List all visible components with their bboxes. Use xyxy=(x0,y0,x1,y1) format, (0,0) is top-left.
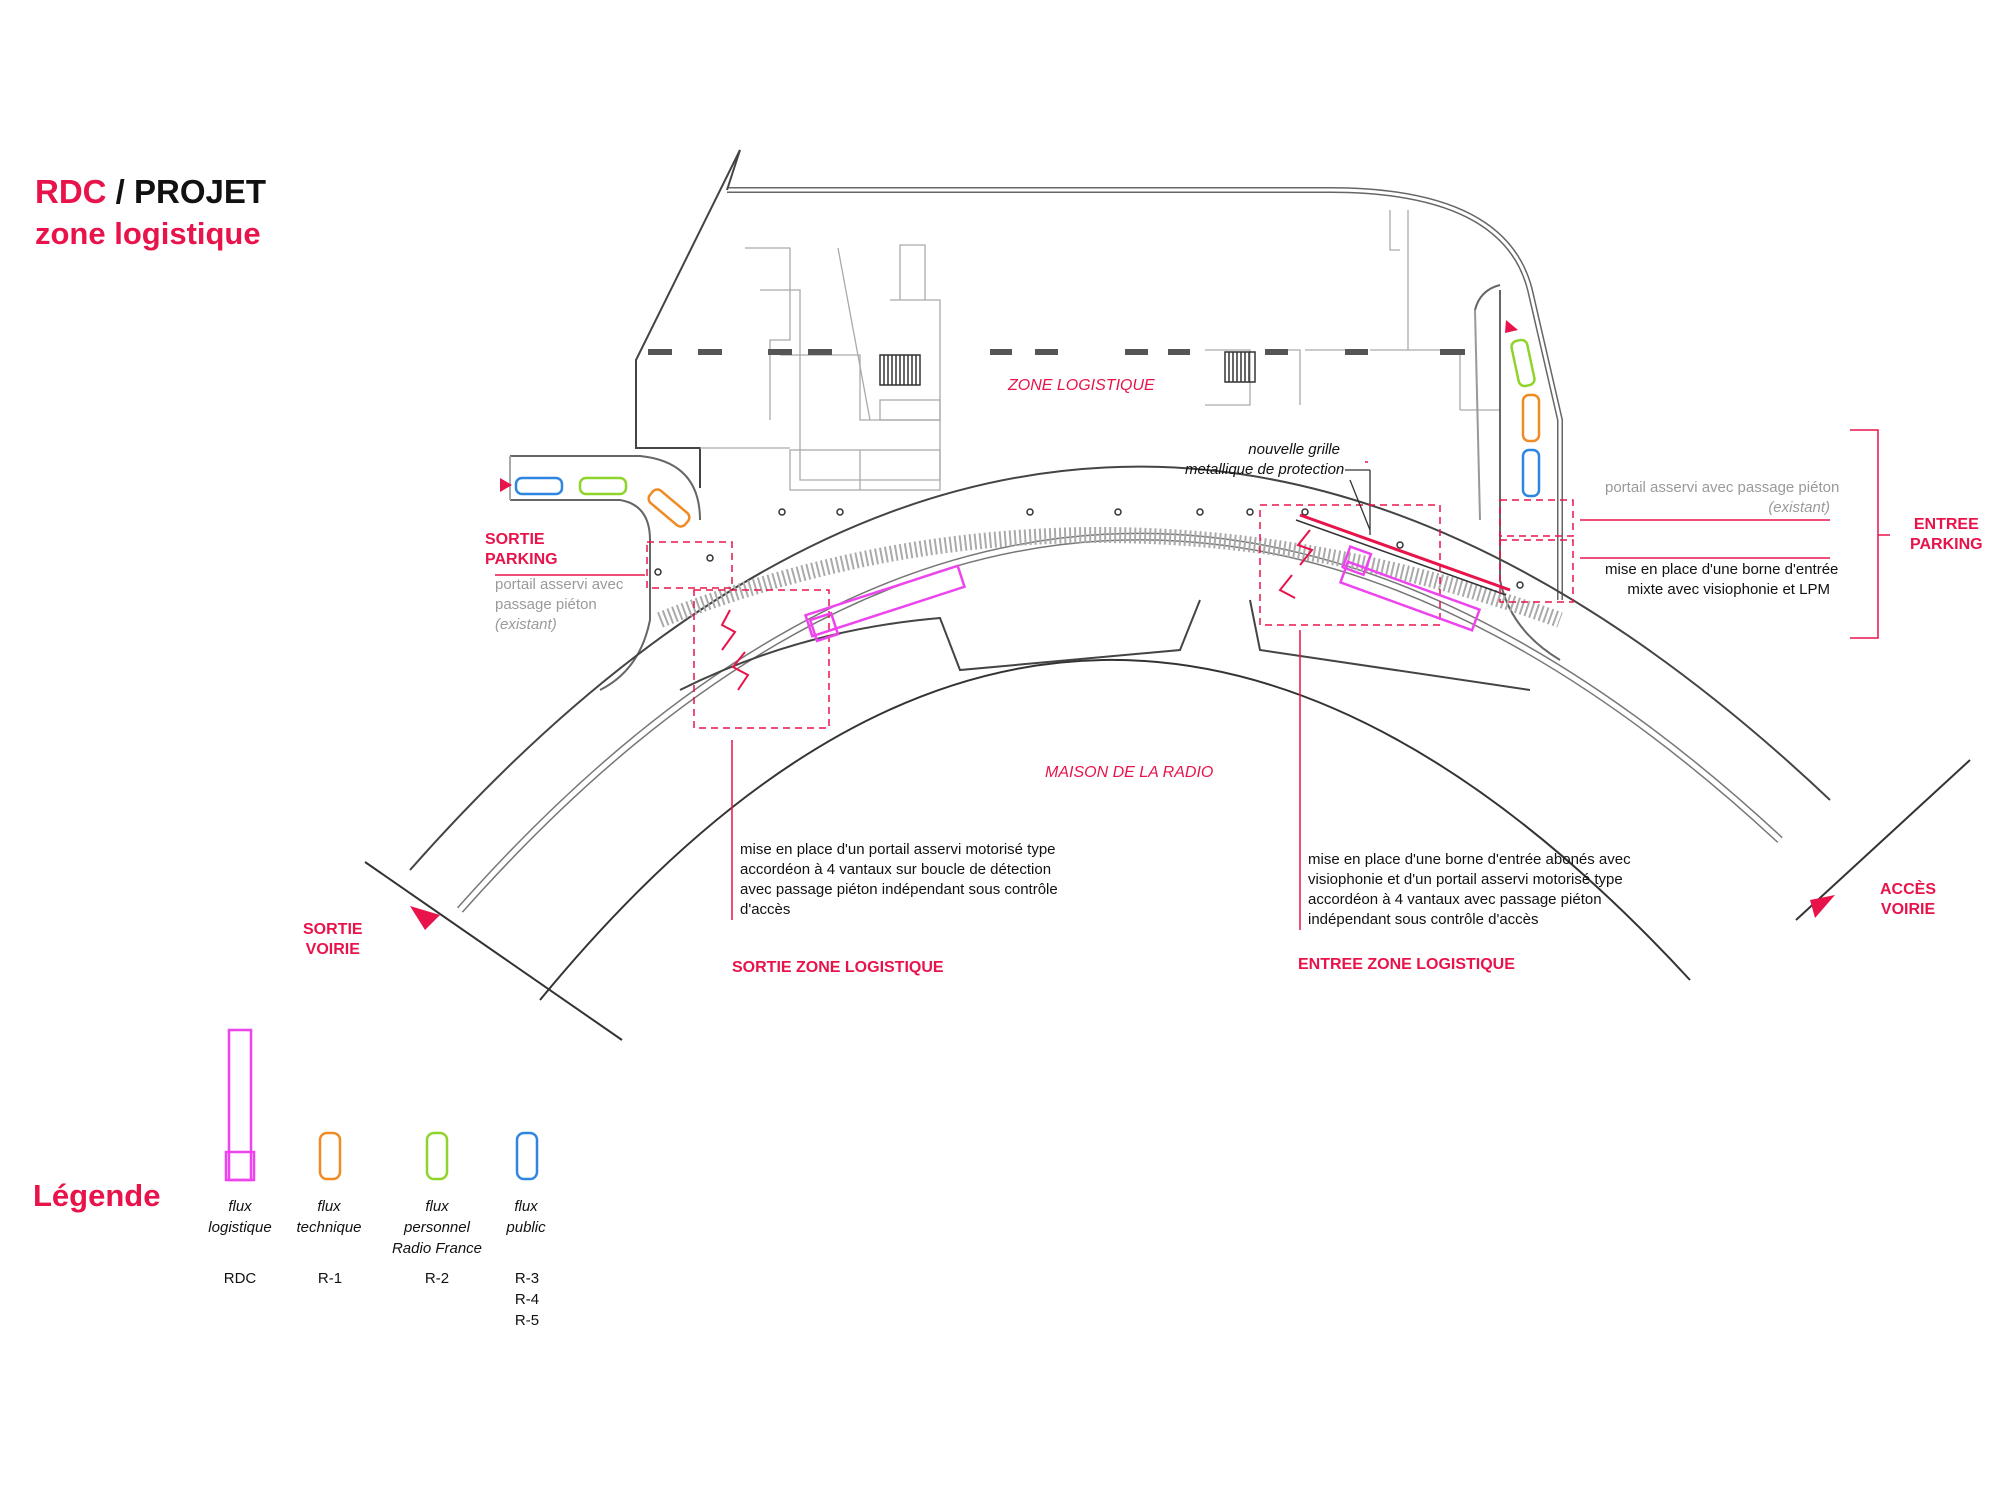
parking-ramp-left xyxy=(509,455,701,691)
note-borne-parking: mise en place d'une borne d'entrée mixte… xyxy=(1605,561,1839,598)
pillars xyxy=(654,508,1524,589)
legend-caption-technique: flux technique xyxy=(296,1198,362,1236)
note-grille: nouvelle grille metallique de protection xyxy=(1185,441,1345,478)
page-subtitle: zone logistique xyxy=(35,216,261,251)
truck-exit xyxy=(803,564,967,643)
legend-car-orange-icon xyxy=(318,1131,342,1181)
page-title: RDC / PROJET xyxy=(35,173,266,211)
protection-grille xyxy=(1295,469,1511,596)
car-orange-right xyxy=(1521,393,1541,443)
car-green-left xyxy=(578,476,628,496)
title-separator: / PROJET xyxy=(106,173,267,210)
car-green-right xyxy=(1510,338,1536,388)
arrow-parking-left-icon xyxy=(500,478,512,492)
interior-partitions xyxy=(700,210,1501,491)
direction-arrows xyxy=(410,320,1835,930)
leader-lines xyxy=(495,429,1890,930)
stair-right xyxy=(1224,351,1256,383)
truck-entry xyxy=(1338,544,1482,632)
arrow-acces-voirie-icon xyxy=(1810,895,1835,918)
legend-code-technique: R-1 xyxy=(317,1270,343,1287)
stair-left xyxy=(879,354,921,386)
zone-logistique-label: ZONE LOGISTIQUE xyxy=(1008,377,1155,394)
sortie-zone-label: SORTIE ZONE LOGISTIQUE xyxy=(732,959,944,976)
entree-zone-label: ENTREE ZONE LOGISTIQUE xyxy=(1298,956,1515,973)
arrow-sortie-voirie-icon xyxy=(410,906,440,930)
legend-caption-personnel: flux personnel Radio France xyxy=(391,1198,483,1257)
car-blue-left xyxy=(514,476,564,496)
road-arcs xyxy=(409,465,1831,1001)
acces-voirie-label: ACCÈS VOIRIE xyxy=(1880,881,1937,918)
legend-car-blue-icon xyxy=(515,1131,539,1181)
sortie-parking-label: SORTIE PARKING xyxy=(485,531,558,568)
accordion-gates xyxy=(720,529,1314,691)
legend-code-public: R-3 R-4 R-5 xyxy=(514,1270,540,1329)
legend-code-logistique: RDC xyxy=(223,1270,257,1287)
car-blue-right xyxy=(1521,448,1541,498)
note-portail-right: portail asservi avec passage piéton (exi… xyxy=(1605,479,1840,516)
title-level: RDC xyxy=(35,173,107,210)
note-borne-entree: mise en place d'une borne d'entrée aboné… xyxy=(1308,851,1631,928)
facade-walls xyxy=(679,599,1531,691)
legend-car-green-icon xyxy=(425,1131,449,1181)
parking-ramp-right xyxy=(1474,284,1561,661)
legend-truck-icon xyxy=(224,1028,256,1182)
arrow-parking-right-icon xyxy=(1505,320,1518,333)
legend-code-personnel: R-2 xyxy=(424,1270,450,1287)
entree-parking-label: ENTREE PARKING xyxy=(1910,516,1983,553)
note-portail-sortie: mise en place d'un portail asservi motor… xyxy=(740,841,1058,918)
legend-title: Légende xyxy=(33,1178,161,1213)
building-outline xyxy=(635,149,1563,600)
legend-caption-public: flux public xyxy=(506,1198,546,1236)
car-orange-left xyxy=(647,488,691,528)
gate-zones xyxy=(646,499,1574,729)
maison-radio-label: MAISON DE LA RADIO xyxy=(1045,764,1214,781)
legend-caption-logistique: flux logistique xyxy=(208,1198,272,1236)
grille-leader xyxy=(1349,479,1371,531)
sortie-voirie-label: SORTIE VOIRIE xyxy=(303,921,363,958)
site-boundary xyxy=(364,759,1971,1041)
note-portail-left: portail asservi avec passage piéton (exi… xyxy=(495,576,624,633)
